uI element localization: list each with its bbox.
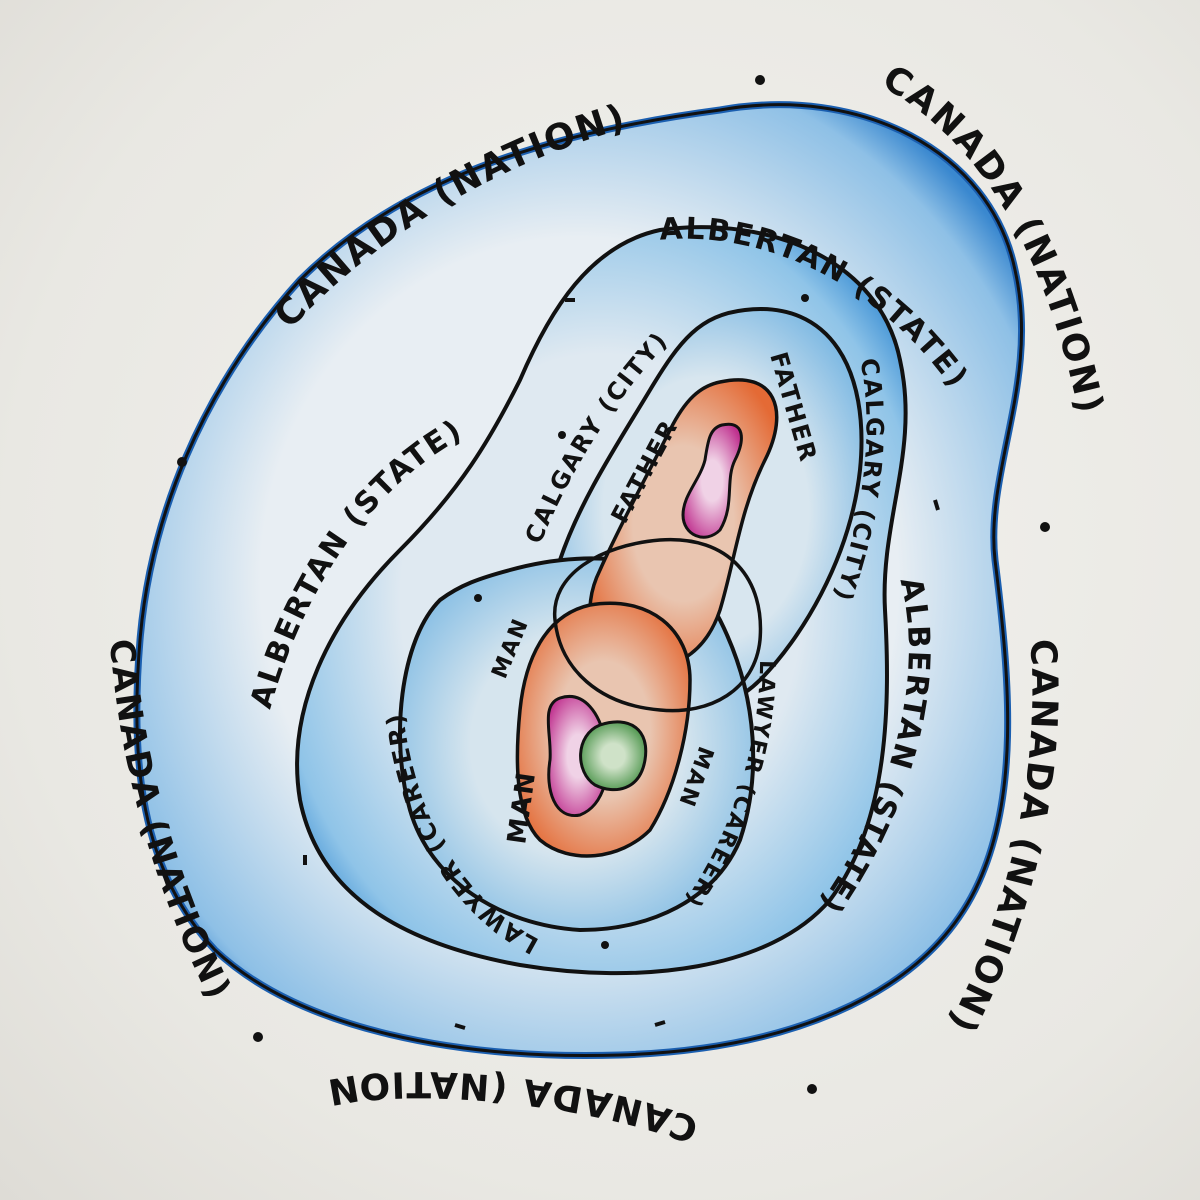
- father-core: [681, 422, 743, 539]
- decorative-dots: [177, 75, 1050, 1094]
- decorative-dashes: [303, 298, 940, 1030]
- overlap-circle: [553, 537, 763, 713]
- man-core: [546, 695, 609, 817]
- man-inner-core: [579, 720, 648, 792]
